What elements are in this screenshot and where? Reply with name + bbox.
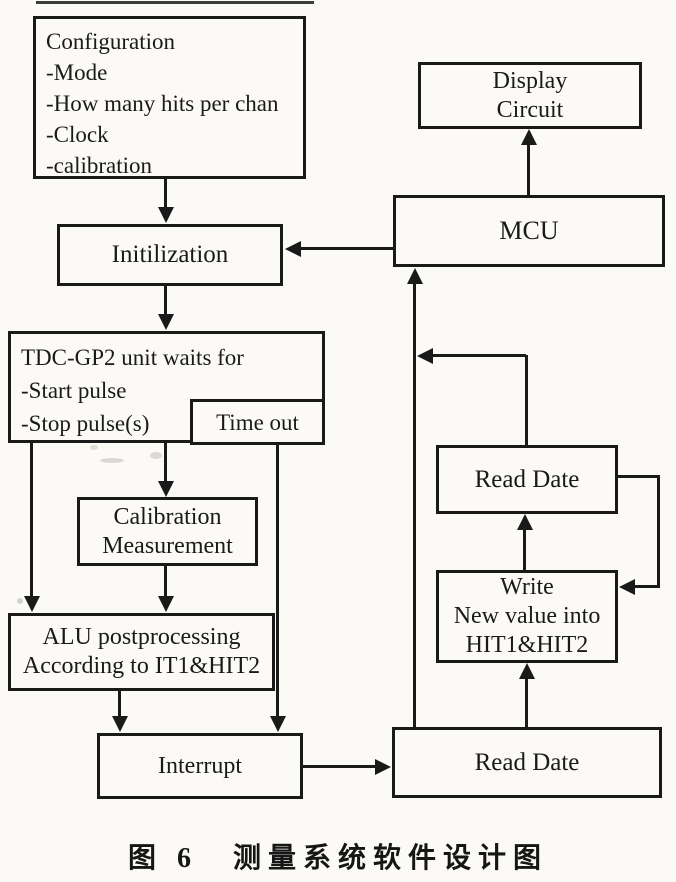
node-text: Measurement (102, 532, 233, 559)
arrow-down-icon (158, 314, 174, 330)
node-configuration: Configuration -Mode -How many hits per c… (33, 16, 306, 179)
node-write-new-value: Write New value into HIT1&HIT2 (436, 570, 618, 663)
scan-speck (100, 458, 124, 463)
edge-calib-alu-line (164, 566, 167, 598)
node-text: Circuit (496, 96, 564, 123)
node-mcu: MCU (393, 195, 665, 267)
node-text: -How many hits per chan (46, 91, 279, 116)
arrow-down-icon (270, 716, 286, 732)
node-text: -Mode (46, 60, 108, 85)
node-text: Configuration (46, 29, 176, 54)
arrow-down-icon (24, 596, 40, 612)
node-text: Read Date (474, 748, 580, 776)
node-text: ALU postprocessing (42, 624, 241, 650)
node-display-circuit: Display Circuit (418, 62, 642, 129)
edge-interrupt-read-line (302, 765, 377, 768)
node-text: Initilization (111, 241, 229, 268)
node-text: Read Date (474, 465, 580, 493)
node-tdc-wait: TDC-GP2 unit waits for -Start pulse -Sto… (8, 331, 325, 443)
node-text: Write (500, 574, 554, 600)
edge-loop-vline (657, 475, 660, 588)
node-text: -Clock (46, 122, 109, 147)
node-text: -Stop pulse(s) (21, 411, 150, 436)
node-text: -Start pulse (21, 378, 127, 403)
scan-artifact-line (36, 1, 314, 4)
edge-loop-hline-bottom (631, 585, 658, 588)
node-read-date-lower: Read Date (392, 727, 662, 798)
arrow-down-icon (112, 716, 128, 732)
edge-alu-interrupt-line (118, 690, 121, 718)
edge-write-read-line (523, 528, 526, 570)
figure-caption: 图 6 测量系统软件设计图 (127, 843, 548, 874)
node-read-date-upper: Read Date (436, 445, 618, 514)
edge-mcu-init-line (299, 247, 393, 250)
edge-read-write-line (525, 677, 528, 727)
node-text: New value into (453, 603, 601, 629)
arrow-down-icon (158, 481, 174, 497)
edge-timeout-interrupt-line (276, 444, 279, 718)
arrow-right-icon (375, 759, 391, 775)
node-time-out: Time out (190, 399, 325, 445)
edge-mcu-display-line (527, 143, 530, 195)
arrow-left-icon (417, 348, 433, 364)
edge-tdc-alu-left-line (30, 443, 33, 598)
edge-init-tdc-line (164, 286, 167, 316)
arrow-up-icon (407, 268, 423, 284)
arrow-down-icon (158, 596, 174, 612)
node-text: -calibration (46, 153, 153, 178)
edge-tdc-calib-line (164, 443, 167, 483)
node-text: HIT1&HIT2 (465, 632, 589, 658)
node-text: Time out (216, 409, 299, 435)
edge-loop-hline-top (616, 475, 660, 478)
arrow-up-icon (519, 663, 535, 679)
node-text: Interrupt (158, 752, 242, 779)
arrow-down-icon (158, 207, 174, 223)
node-initialization: Initilization (57, 224, 283, 286)
node-text: According to IT1&HIT2 (22, 653, 261, 679)
arrow-up-icon (517, 514, 533, 530)
edge-readupper-trunk-vline (525, 355, 528, 445)
edge-config-init-line (164, 179, 167, 209)
node-text: Display (492, 67, 568, 94)
node-interrupt: Interrupt (97, 733, 303, 799)
node-text: Calibration (113, 503, 222, 530)
scan-speck (17, 598, 23, 604)
node-text: TDC-GP2 unit waits for (21, 345, 244, 370)
edge-read-mcu-line (413, 282, 416, 727)
node-calibration-measurement: Calibration Measurement (77, 497, 258, 566)
scan-speck (150, 452, 162, 459)
arrow-up-icon (521, 129, 537, 145)
node-text: MCU (499, 216, 559, 245)
scan-speck (90, 445, 98, 450)
edge-readupper-trunk-hline (431, 354, 526, 357)
node-alu-postprocessing: ALU postprocessing According to IT1&HIT2 (8, 613, 275, 691)
arrow-left-icon (619, 579, 635, 595)
arrow-left-icon (285, 241, 301, 257)
